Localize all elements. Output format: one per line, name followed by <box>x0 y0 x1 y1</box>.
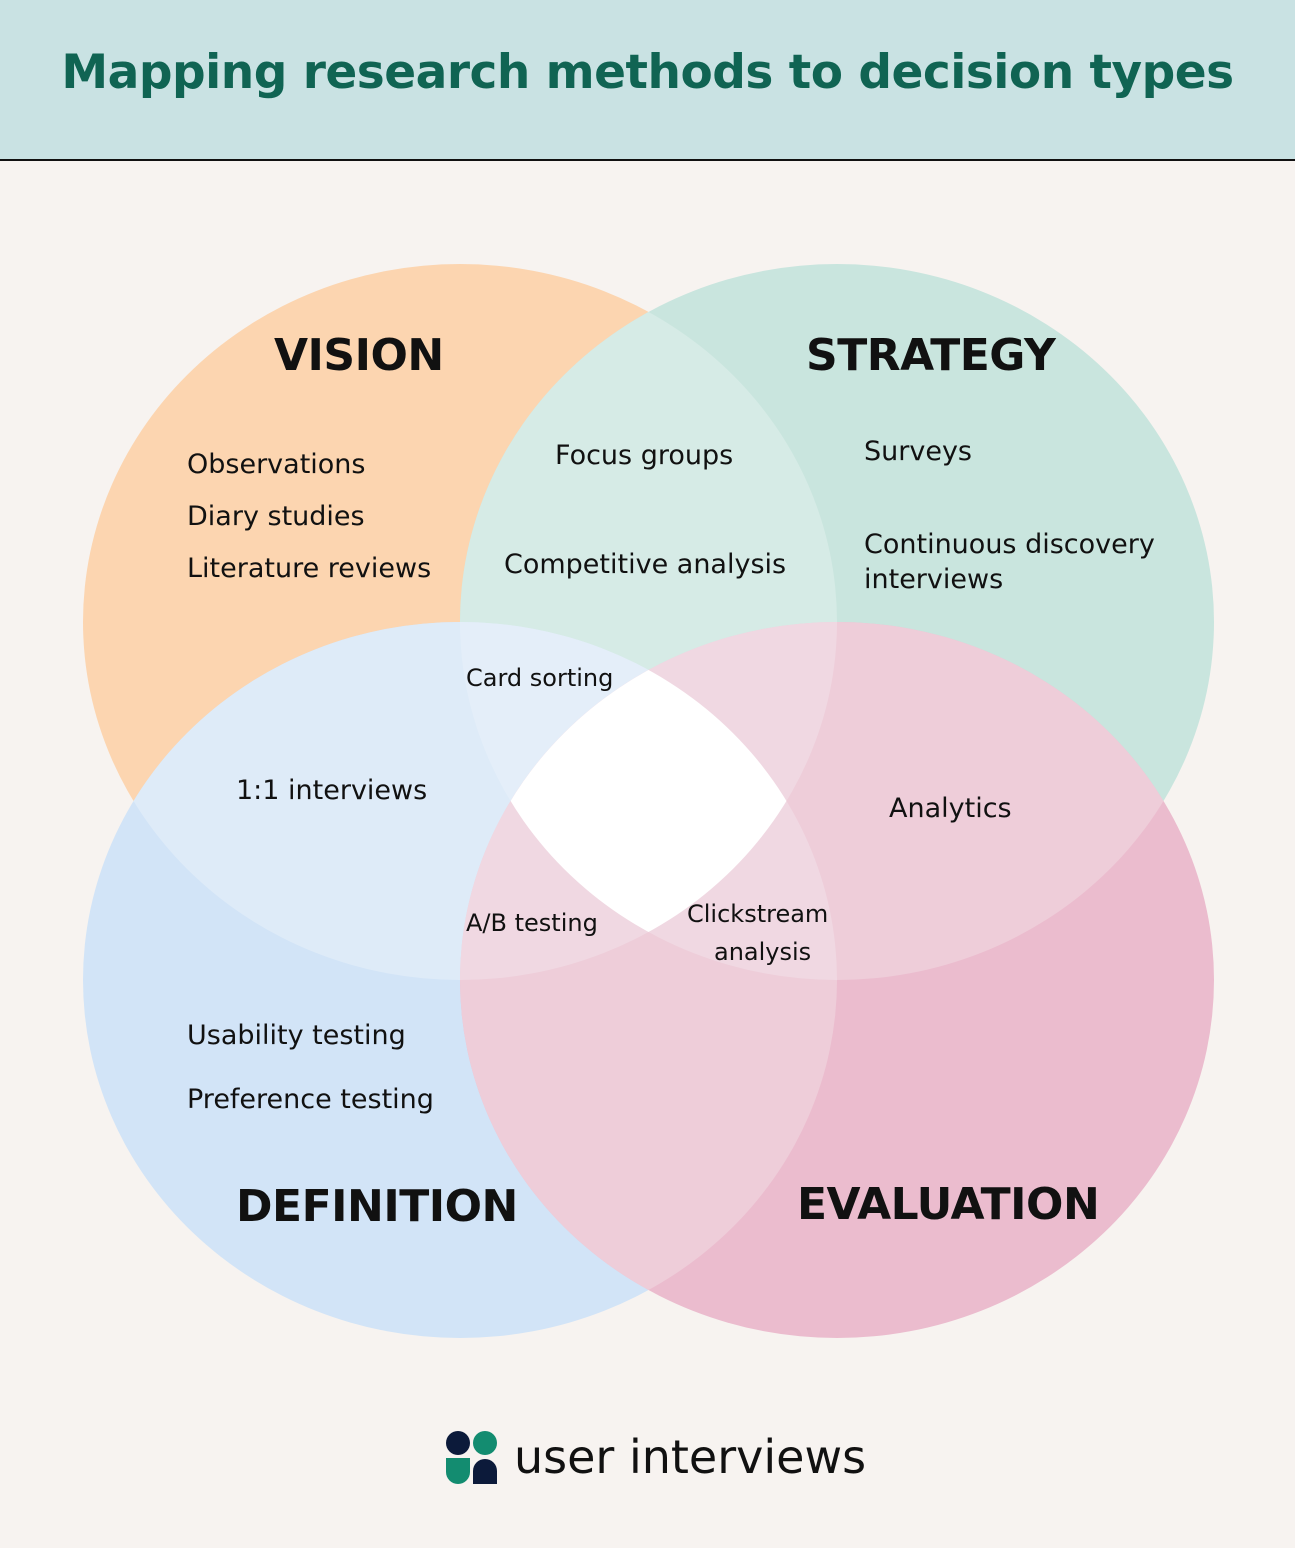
item-analytics: Analytics <box>889 793 1012 824</box>
logo-text: user interviews <box>514 1430 867 1484</box>
center-intersection <box>460 622 837 980</box>
item-1-1-interviews: 1:1 interviews <box>236 775 428 806</box>
evaluation-label: EVALUATION <box>797 1179 1100 1230</box>
item-diary-studies: Diary studies <box>187 501 365 532</box>
brand-logo: user interviews <box>446 1430 866 1484</box>
item-focus-groups: Focus groups <box>555 440 734 471</box>
item-card-sorting: Card sorting <box>466 664 614 692</box>
page-title: Mapping research methods to decision typ… <box>61 45 1234 100</box>
item-continuous-discovery: Continuous discovery <box>864 529 1155 560</box>
header-banner: Mapping research methods to decision typ… <box>0 0 1295 161</box>
user-interviews-logo-icon <box>446 1430 497 1484</box>
item-observations: Observations <box>187 449 366 480</box>
definition-label: DEFINITION <box>236 1181 518 1232</box>
item-competitive-analysis: Competitive analysis <box>504 549 787 580</box>
item-clickstream: Clickstream <box>687 900 829 928</box>
item-usability-testing: Usability testing <box>187 1020 406 1051</box>
item-continuous-discovery-line2: interviews <box>864 564 1004 595</box>
item-surveys: Surveys <box>864 436 972 467</box>
item-clickstream-line2: analysis <box>714 938 812 966</box>
vision-label: VISION <box>274 330 444 381</box>
item-ab-testing: A/B testing <box>466 909 598 937</box>
item-preference-testing: Preference testing <box>187 1084 434 1115</box>
item-literature-reviews: Literature reviews <box>187 553 432 584</box>
strategy-label: STRATEGY <box>806 330 1056 381</box>
